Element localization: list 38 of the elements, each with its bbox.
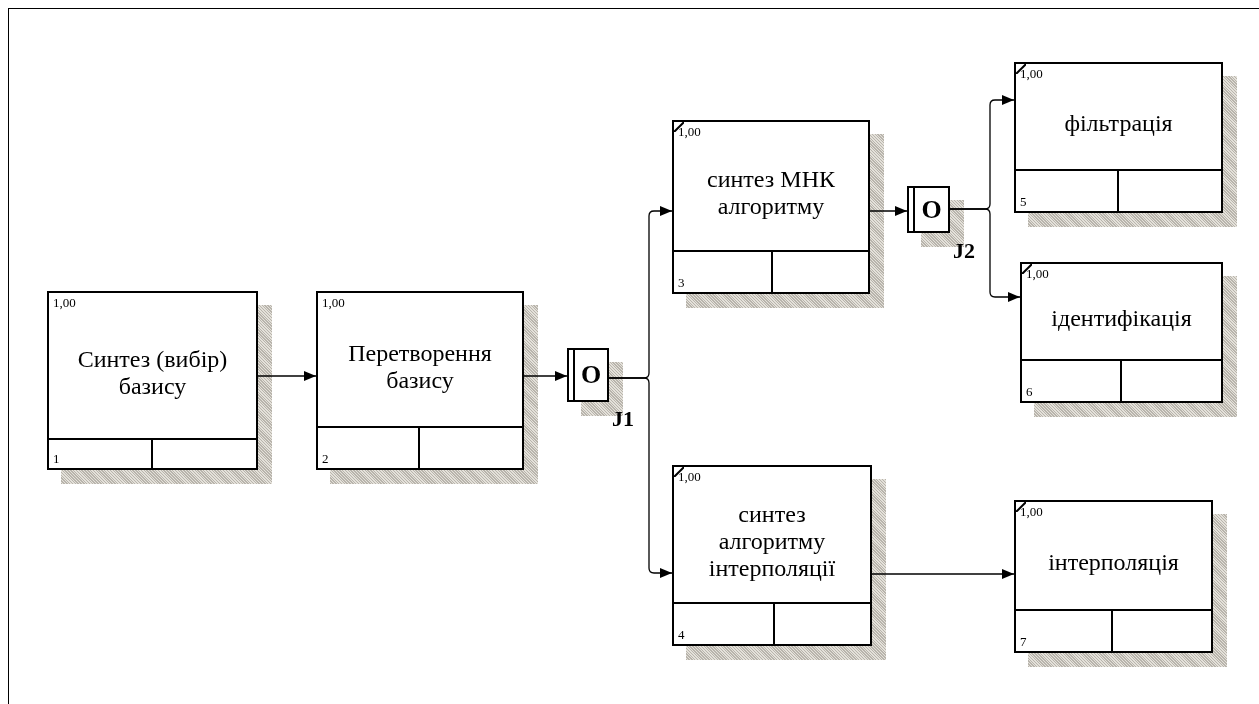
process-name: ідентифікація [1051, 305, 1192, 332]
activity-number: 2 [322, 451, 329, 466]
weight-value: 1,00 [678, 469, 701, 484]
process-box [672, 465, 872, 646]
activity-number: 4 [678, 627, 685, 642]
process-box [47, 291, 258, 470]
arrow [608, 377, 673, 578]
arrow [523, 371, 568, 381]
process-box [672, 120, 870, 294]
process-name: інтерполяція [1048, 549, 1179, 576]
arrow [257, 371, 317, 381]
weight-value: 1,00 [1020, 504, 1043, 519]
junction-label: J2 [953, 240, 975, 262]
arrow [869, 206, 908, 216]
activity-number: 3 [678, 275, 685, 290]
weight-value: 1,00 [322, 295, 345, 310]
arrow [949, 208, 1021, 302]
process-box [316, 291, 524, 470]
weight-value: 1,00 [1026, 266, 1049, 281]
process-name: фільтрація [1064, 110, 1173, 137]
activity-number: 6 [1026, 384, 1033, 399]
weight-value: 1,00 [1020, 66, 1043, 81]
junction-label: J1 [612, 408, 634, 430]
process-name: синтез МНК алгоритму [706, 166, 836, 220]
process-name: Перетворення базису [347, 339, 493, 394]
activity-number: 7 [1020, 634, 1027, 649]
process-name: синтез алгоритму інтерполяції [707, 501, 837, 582]
arrow [871, 569, 1015, 579]
process-box [1020, 262, 1223, 403]
weight-value: 1,00 [678, 124, 701, 139]
weight-value: 1,00 [53, 295, 76, 310]
activity-number: 5 [1020, 194, 1027, 209]
junction-box: O [907, 186, 950, 233]
process-box [1014, 62, 1223, 213]
process-box [1014, 500, 1213, 653]
junction-box: O [567, 348, 609, 402]
activity-number: 1 [53, 451, 60, 466]
process-name: Синтез (вибір) базису [76, 345, 229, 400]
